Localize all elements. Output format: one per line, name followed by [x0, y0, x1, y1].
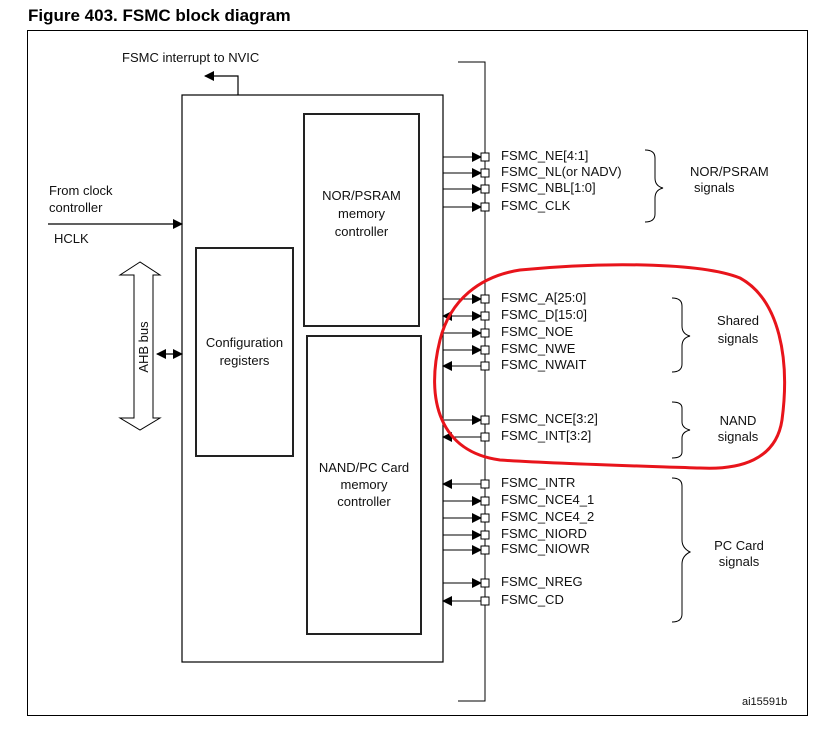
- pin-label: FSMC_CLK: [501, 198, 571, 213]
- pin-label: FSMC_NCE4_2: [501, 509, 595, 524]
- pin-pad: [480, 202, 490, 212]
- config-registers-block: [195, 247, 294, 457]
- pin-pad: [480, 294, 490, 304]
- clock-source-label-2: controller: [49, 200, 103, 215]
- pin-pad: [480, 479, 490, 489]
- pin-pad: [480, 432, 490, 442]
- pin-label: FSMC_NWAIT: [501, 357, 587, 372]
- clock-source-label-1: From clock: [49, 183, 113, 198]
- interrupt-label: FSMC interrupt to NVIC: [122, 50, 260, 65]
- brace-shared: [671, 297, 691, 373]
- nand-label-1: NAND/PC Card: [318, 460, 410, 475]
- group-label-nor-2: signals: [694, 180, 735, 195]
- figure-id: ai15591b: [742, 696, 788, 708]
- hclk-label: HCLK: [54, 231, 89, 246]
- pin-pad: [480, 513, 490, 523]
- pin-label: FSMC_NIOWR: [501, 541, 590, 556]
- red-annotation-loop: [433, 263, 787, 470]
- pin-label: FSMC_NIORD: [501, 526, 587, 541]
- brace-nor: [644, 149, 664, 223]
- nand-label-2: memory: [340, 477, 388, 492]
- ahb-bus-arrow: [118, 261, 162, 431]
- fsmc-block: [181, 94, 444, 663]
- interrupt-line: [204, 71, 239, 95]
- nor-label-3: controller: [334, 224, 389, 239]
- pin-label: FSMC_NCE4_1: [501, 492, 595, 507]
- pin-label: FSMC_NWE: [501, 341, 576, 356]
- group-label-nor-1: NOR/PSRAM: [690, 164, 769, 179]
- pin-pad: [480, 530, 490, 540]
- nor-controller-block: [303, 113, 420, 327]
- pin-label: FSMC_NL(or NADV): [501, 164, 622, 179]
- config-label-1: Configuration: [205, 335, 284, 350]
- pin-pad: [480, 596, 490, 606]
- group-label-nand-1: NAND: [719, 413, 757, 428]
- pin-pad: [480, 152, 490, 162]
- pin-pad: [480, 578, 490, 588]
- pin-label: FSMC_NREG: [501, 574, 583, 589]
- brace-pccard: [671, 477, 692, 623]
- pin-pad: [480, 545, 490, 555]
- pin-pad: [480, 168, 490, 178]
- pin-label: FSMC_A[25:0]: [501, 290, 587, 305]
- brace-nand: [671, 401, 691, 459]
- group-label-nand-2: signals: [717, 429, 759, 444]
- ahb-bus-label: AHB bus: [136, 321, 151, 373]
- pin-label: FSMC_NOE: [501, 324, 574, 339]
- group-label-shared-1: Shared: [717, 313, 759, 328]
- figure-frame: [27, 30, 808, 716]
- nand-label-3: controller: [337, 494, 391, 509]
- pin-label: FSMC_INT[3:2]: [501, 428, 592, 443]
- pin-pad: [480, 311, 490, 321]
- pin-label: FSMC_D[15:0]: [501, 307, 587, 322]
- pin-pad: [480, 361, 490, 371]
- pin-pad: [480, 415, 490, 425]
- group-label-shared-2: signals: [717, 331, 759, 346]
- group-label-pccard-1: PC Card: [714, 538, 764, 553]
- group-label-pccard-2: signals: [718, 554, 760, 569]
- pin-pad: [480, 184, 490, 194]
- pin-label: FSMC_NBL[1:0]: [501, 180, 596, 195]
- config-label-2: registers: [219, 353, 270, 368]
- nor-label-1: NOR/PSRAM: [322, 188, 401, 203]
- nand-controller-block: [306, 335, 422, 635]
- pin-bus-line: [458, 61, 486, 702]
- pin-label: FSMC_CD: [501, 592, 564, 607]
- pin-pad: [480, 345, 490, 355]
- figure-title: Figure 403. FSMC block diagram: [28, 6, 291, 25]
- pin-label: FSMC_NCE[3:2]: [501, 411, 598, 426]
- pin-pad: [480, 496, 490, 506]
- pin-label: FSMC_INTR: [501, 475, 576, 490]
- pin-label: FSMC_NE[4:1]: [501, 148, 589, 163]
- nor-label-2: memory: [338, 206, 385, 221]
- pin-pad: [480, 328, 490, 338]
